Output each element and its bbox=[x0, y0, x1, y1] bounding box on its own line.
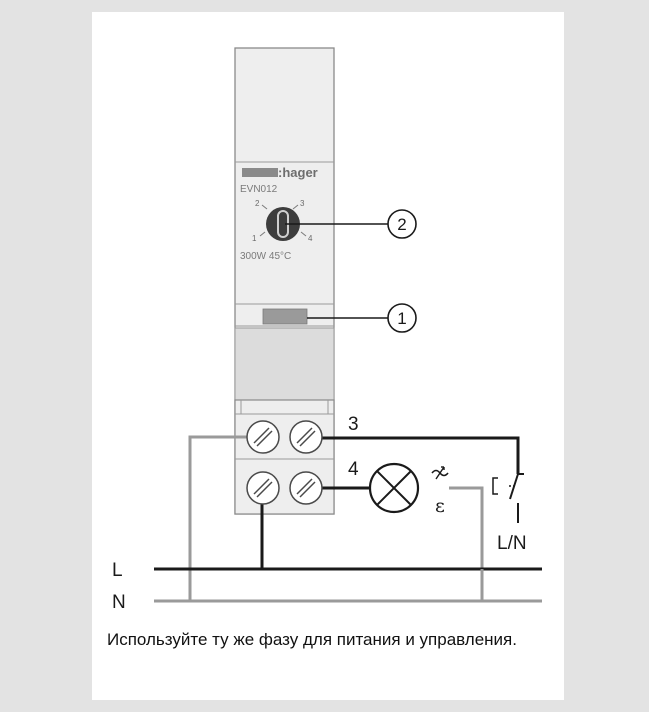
selector-button[interactable] bbox=[262, 308, 308, 325]
light-sensor-icon bbox=[431, 466, 449, 480]
lux-symbol: ε bbox=[435, 495, 445, 517]
terminal-screw-top-right bbox=[289, 420, 323, 454]
model-label: EVN012 bbox=[240, 184, 278, 195]
brand-label: :hager bbox=[278, 165, 318, 180]
terminal-screw-bottom-left bbox=[246, 471, 280, 505]
dial-tick-2: 2 bbox=[255, 199, 260, 208]
callout-2-label: 2 bbox=[397, 215, 406, 234]
switch-label: L/N bbox=[497, 533, 527, 554]
adjustment-dial[interactable] bbox=[266, 207, 300, 241]
terminal-screw-bottom-right bbox=[289, 471, 323, 505]
switch-wire-black bbox=[317, 436, 520, 474]
terminal-4-label: 4 bbox=[348, 459, 359, 480]
line-label-L: L bbox=[112, 560, 123, 581]
dial-tick-4: 4 bbox=[308, 234, 313, 243]
lamp-return-wire-gray bbox=[449, 486, 484, 572]
instruction-caption: Используйте ту же фазу для питания и упр… bbox=[107, 630, 517, 649]
dial-tick-1: 1 bbox=[252, 234, 257, 243]
callout-2-circle bbox=[387, 209, 417, 239]
supply-wire-top-gray bbox=[188, 435, 263, 602]
wiring-diagram: :hager EVN012 1 2 3 4 300W 45°C 2 1 3 4 bbox=[112, 47, 542, 613]
device-lower-section bbox=[234, 327, 335, 401]
diagram-panel: :hager EVN012 1 2 3 4 300W 45°C 2 1 3 4 bbox=[92, 12, 564, 700]
hager-logo-bar bbox=[242, 168, 278, 177]
terminal-3-label: 3 bbox=[348, 414, 359, 435]
rating-label: 300W 45°C bbox=[240, 251, 291, 262]
dial-tick-3: 3 bbox=[300, 199, 305, 208]
line-label-N: N bbox=[112, 592, 126, 613]
terminal-screw-top-left bbox=[246, 420, 280, 454]
push-switch-icon bbox=[492, 473, 524, 523]
callout-1-label: 1 bbox=[397, 309, 406, 328]
callout-1-circle bbox=[387, 303, 417, 333]
lamp-icon bbox=[368, 462, 420, 514]
